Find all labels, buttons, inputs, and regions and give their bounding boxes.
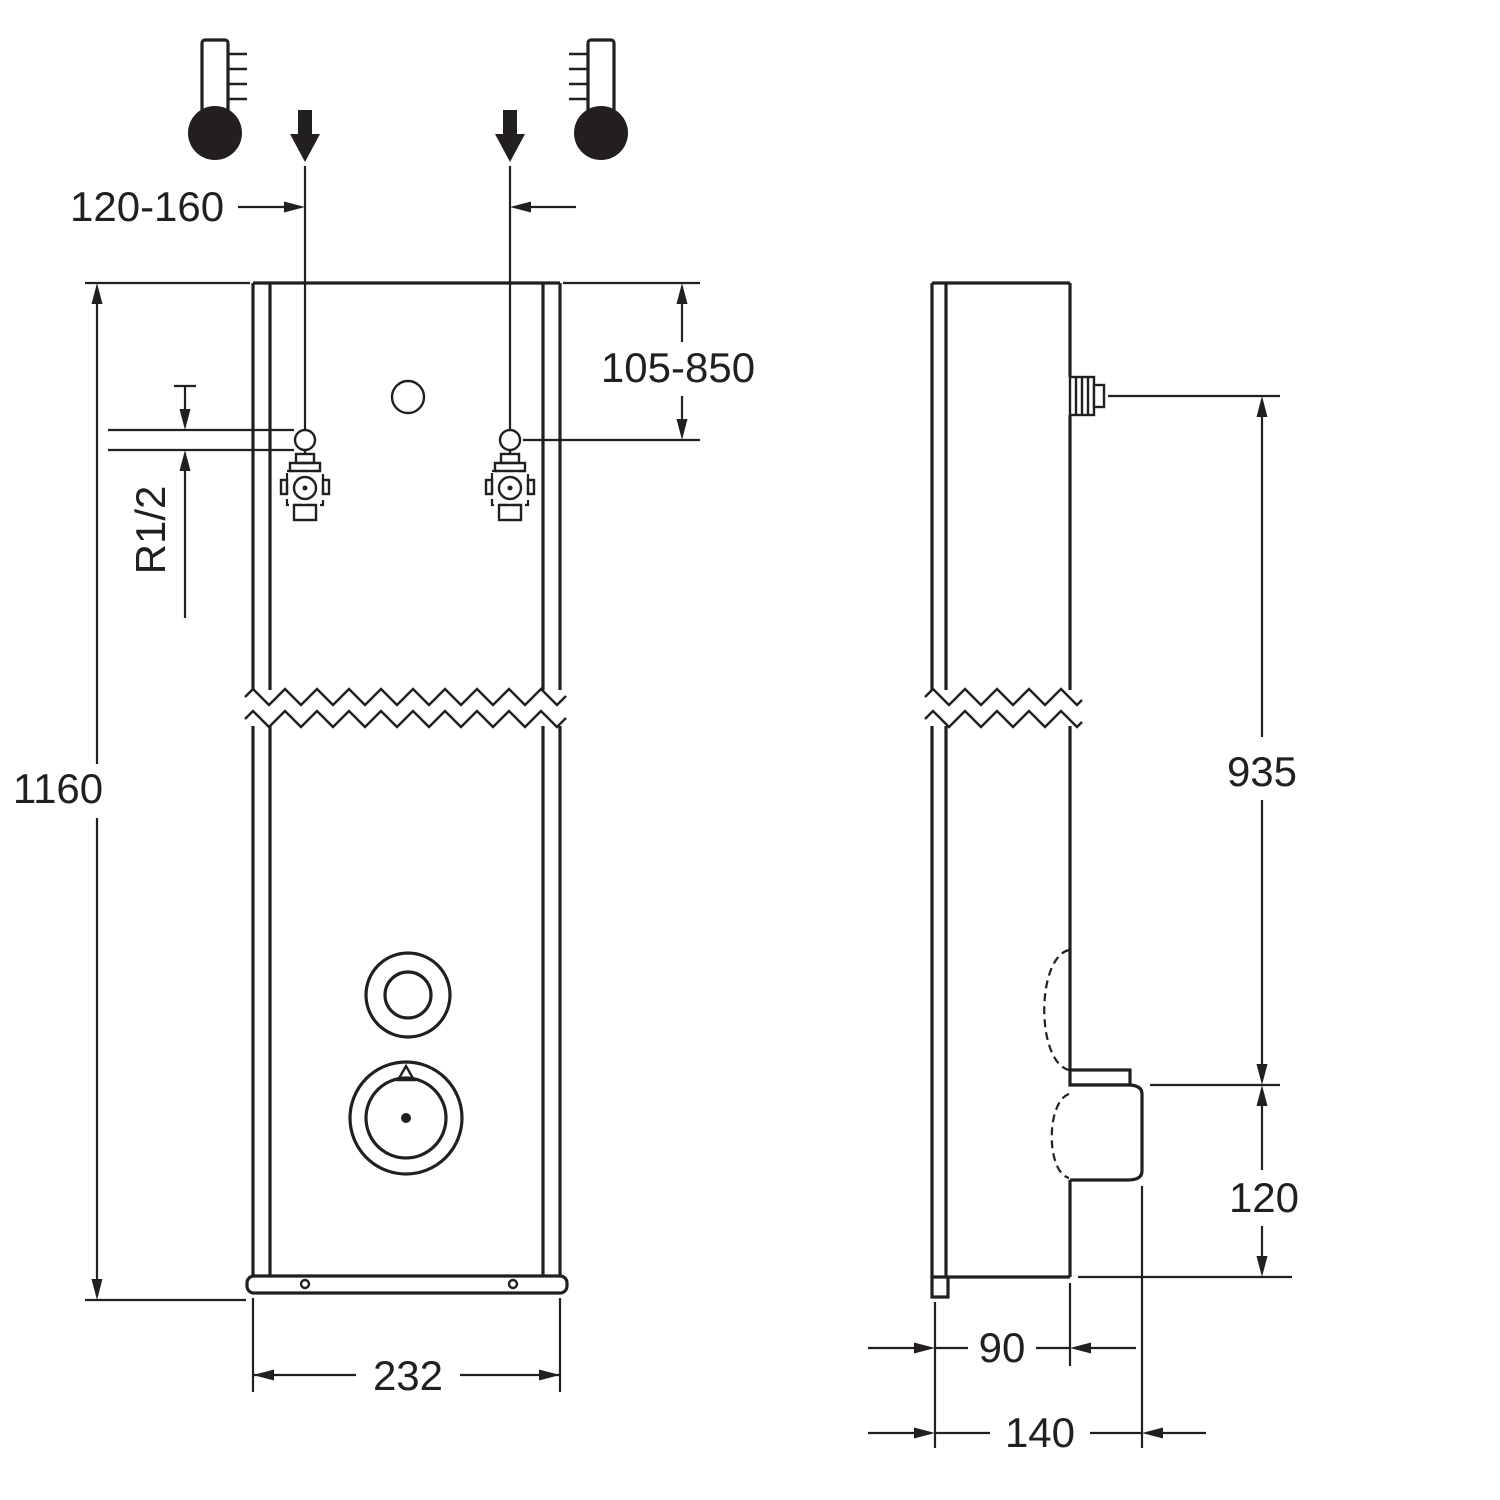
inlet-connector-fitting xyxy=(1068,375,1106,417)
dim-total-depth: 140 xyxy=(868,1186,1206,1456)
hidden-knob-outline xyxy=(1043,948,1070,1072)
panel-width-label: 232 xyxy=(373,1352,443,1399)
temperature-knob xyxy=(348,1060,464,1176)
panel-depth-label: 90 xyxy=(979,1324,1026,1371)
bottom-mounting-plate xyxy=(245,1274,569,1295)
hidden-mixer-outline xyxy=(1050,1092,1070,1180)
knob-marker xyxy=(395,1063,417,1082)
inlet-arrow-right-icon xyxy=(495,110,525,162)
inlet-valve-right xyxy=(484,428,536,522)
dim-inlet-thread: R1/2 xyxy=(108,384,294,618)
side-panel-outline xyxy=(930,281,1072,1299)
dim-panel-height: 1160 xyxy=(13,281,250,1302)
thermometer-cold-icon xyxy=(569,38,628,160)
dim-mixer-offset: 120 xyxy=(1078,1085,1299,1279)
mixer-offset-label: 120 xyxy=(1229,1174,1299,1221)
dim-inlet-height-range: 105-850 xyxy=(523,281,755,442)
break-line-side xyxy=(924,687,1083,729)
break-line-front xyxy=(244,687,567,729)
dim-rear-height: 935 xyxy=(1108,394,1297,1087)
panel-height-label: 1160 xyxy=(13,765,103,812)
inlet-arrow-left-icon xyxy=(290,110,320,162)
front-panel-outline xyxy=(251,281,562,1276)
dim-panel-depth: 90 xyxy=(868,1283,1136,1448)
shower-outlet-hole xyxy=(390,379,426,415)
inlet-centerlines xyxy=(303,166,512,429)
inlet-thread-label: R1/2 xyxy=(127,486,174,575)
push-button xyxy=(364,951,452,1039)
mixer-housing xyxy=(1050,1068,1144,1182)
wall-bracket-foot xyxy=(930,1277,950,1299)
dim-inlet-spacing: 120-160 xyxy=(70,183,576,230)
dim-panel-width: 232 xyxy=(251,1298,562,1399)
total-depth-label: 140 xyxy=(1005,1409,1075,1456)
inlet-spacing-label: 120-160 xyxy=(70,183,224,230)
front-view xyxy=(244,281,569,1295)
rear-height-label: 935 xyxy=(1227,748,1297,795)
thermometer-hot-icon xyxy=(188,38,247,160)
inlet-valve-left xyxy=(279,428,331,522)
side-view xyxy=(924,281,1144,1299)
inlet-height-range-label: 105-850 xyxy=(601,344,755,391)
